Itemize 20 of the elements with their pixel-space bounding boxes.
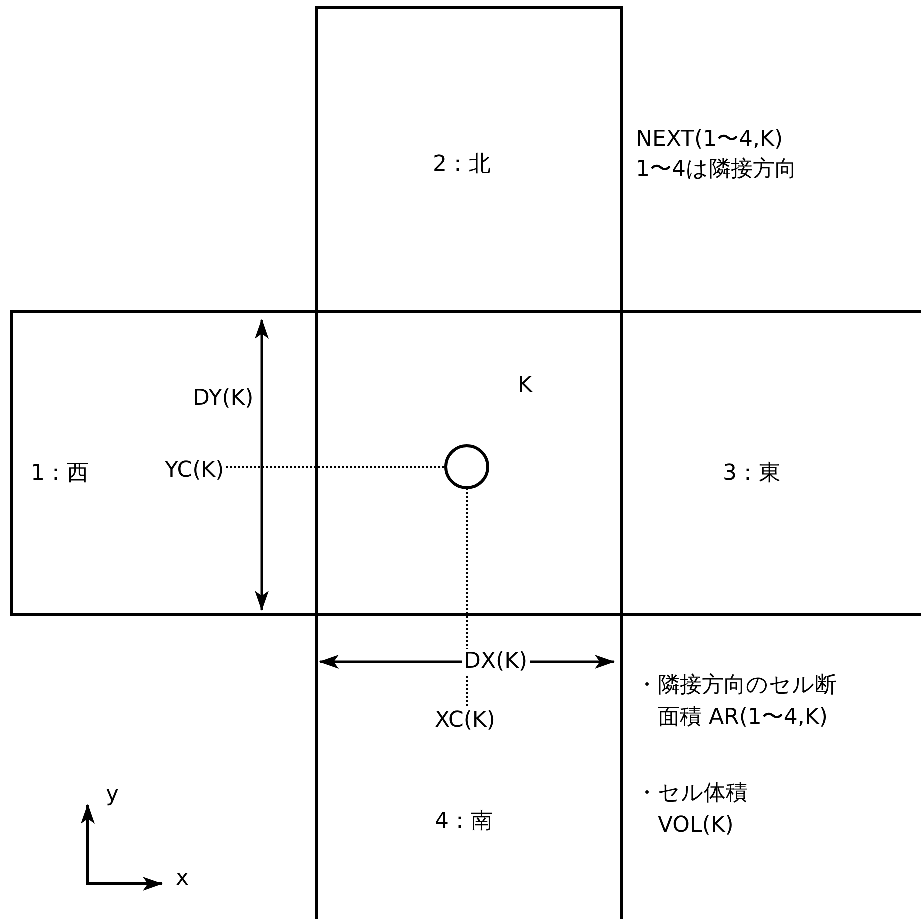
dimension-label: DY(K) — [193, 386, 254, 411]
dimension-label: DX(K) — [462, 649, 530, 674]
leader-line — [226, 466, 446, 468]
note-text: NEXT(1〜4,K) — [636, 126, 784, 154]
axis-label: y — [106, 782, 120, 807]
grid-cell — [10, 310, 318, 616]
leader-line — [466, 488, 468, 706]
coordinate-label: YC(K) — [165, 458, 224, 483]
note-text: ・隣接方向のセル断面積 AR(1〜4,K) — [636, 672, 838, 732]
cell-label: K — [518, 373, 532, 398]
cell-label: 2：北 — [433, 151, 491, 179]
cell-label: 3：東 — [723, 460, 781, 488]
grid-cell — [620, 310, 921, 616]
cell-label: 1：西 — [31, 460, 89, 488]
cell-label: 4：南 — [435, 808, 493, 836]
note-text: 1〜4は隣接方向 — [636, 156, 798, 184]
axis-label: x — [176, 866, 190, 891]
coordinate-label: XC(K) — [435, 708, 496, 733]
grid-cell — [315, 6, 623, 313]
note-text: ・セル体積 VOL(K) — [636, 780, 749, 840]
